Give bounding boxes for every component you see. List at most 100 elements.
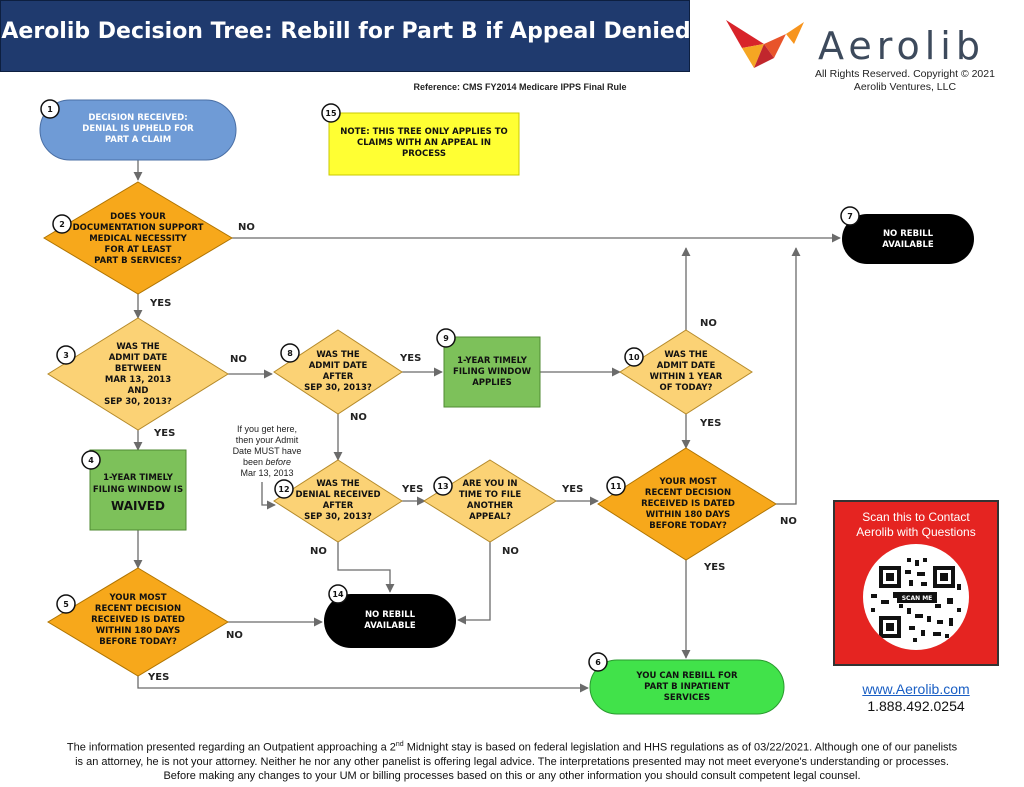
svg-text:WAIVED: WAIVED — [111, 499, 165, 513]
title-bar: Aerolib Decision Tree: Rebill for Part B… — [0, 0, 691, 72]
edge-label-10-yes: YES — [699, 418, 721, 429]
svg-text:3: 3 — [63, 351, 69, 360]
badge-12: 12 — [274, 479, 294, 499]
badge-10: 10 — [624, 347, 644, 367]
badge-15: 15 — [321, 103, 341, 123]
svg-text:5: 5 — [63, 600, 69, 609]
svg-text:14: 14 — [332, 590, 344, 599]
page-title: Aerolib Decision Tree: Rebill for Part B… — [1, 19, 691, 44]
edge-label-10-no: NO — [700, 318, 717, 329]
reference-note: Reference: CMS FY2014 Medicare IPPS Fina… — [413, 82, 627, 92]
svg-text:DECISION RECEIVED:DENIAL IS UP: DECISION RECEIVED:DENIAL IS UPHELD FORPA… — [82, 113, 194, 145]
edge-label-11-no: NO — [780, 516, 797, 527]
svg-text:7: 7 — [847, 212, 853, 221]
edge-label-13-yes: YES — [561, 484, 583, 495]
svg-text:10: 10 — [628, 353, 640, 362]
edge-label-3-no: NO — [230, 354, 247, 365]
aerolib-logo-wordmark: Aerolib — [818, 24, 985, 68]
side-note: If you get here, then your Admit Date MU… — [232, 424, 302, 478]
badge-8: 8 — [280, 343, 300, 363]
svg-text:1: 1 — [47, 105, 53, 114]
badge-4: 4 — [81, 450, 101, 470]
qr-code[interactable]: SCAN ME — [863, 544, 969, 650]
svg-text:12: 12 — [278, 485, 289, 494]
edge-label-8-yes: YES — [399, 353, 421, 364]
edge-label-12-yes: YES — [401, 484, 423, 495]
edge-side-note-to-12 — [261, 482, 276, 510]
edge-13-no-to-14 — [457, 542, 491, 625]
badge-6: 6 — [588, 652, 608, 672]
qr-caption: Scan this to Contact Aerolib with Questi… — [856, 510, 976, 539]
edge-label-3-yes: YES — [153, 428, 175, 439]
badge-3: 3 — [56, 345, 76, 365]
svg-text:11: 11 — [610, 482, 622, 491]
edge-label-8-no: NO — [350, 412, 367, 423]
node-number-badges: 1 2 3 4 5 6 7 8 9 10 11 12 13 14 15 — [40, 99, 860, 672]
svg-text:13: 13 — [437, 482, 448, 491]
edge-12-no-to-14 — [337, 542, 395, 593]
aerolib-bird-logo-icon — [726, 20, 804, 68]
badge-11: 11 — [606, 476, 626, 496]
edge-label-11-yes: YES — [703, 562, 725, 573]
qr-contact-box: Scan this to Contact Aerolib with Questi… — [833, 500, 999, 666]
badge-1: 1 — [40, 99, 60, 119]
phone-number: 1.888.492.0254 — [867, 698, 965, 714]
svg-text:15: 15 — [325, 109, 337, 118]
svg-text:4: 4 — [88, 456, 94, 465]
legal-disclaimer: The information presented regarding an O… — [66, 741, 958, 782]
svg-text:6: 6 — [595, 658, 601, 667]
edge-label-5-yes: YES — [147, 672, 169, 683]
svg-text:2: 2 — [59, 220, 65, 229]
edge-label-2-yes: YES — [149, 298, 171, 309]
svg-text:9: 9 — [443, 334, 449, 343]
edge-5-yes-to-6 — [137, 668, 589, 693]
svg-text:8: 8 — [287, 349, 293, 358]
badge-9: 9 — [436, 328, 456, 348]
badge-13: 13 — [433, 476, 453, 496]
edge-label-2-no: NO — [238, 222, 255, 233]
edge-label-5-no: NO — [226, 630, 243, 641]
qr-code-icon: SCAN ME — [871, 558, 961, 642]
edge-label-12-no: NO — [310, 546, 327, 557]
svg-text:SCAN ME: SCAN ME — [902, 595, 933, 602]
badge-7: 7 — [840, 206, 860, 226]
copyright-line: All Rights Reserved. Copyright © 2021 — [815, 68, 995, 80]
company-line: Aerolib Ventures, LLC — [853, 81, 957, 93]
badge-5: 5 — [56, 594, 76, 614]
badge-2: 2 — [52, 214, 72, 234]
edge-11-no-to-7 — [776, 247, 801, 505]
badge-14: 14 — [328, 584, 348, 604]
website-link[interactable]: www.Aerolib.com — [862, 681, 970, 697]
edge-label-13-no: NO — [502, 546, 519, 557]
